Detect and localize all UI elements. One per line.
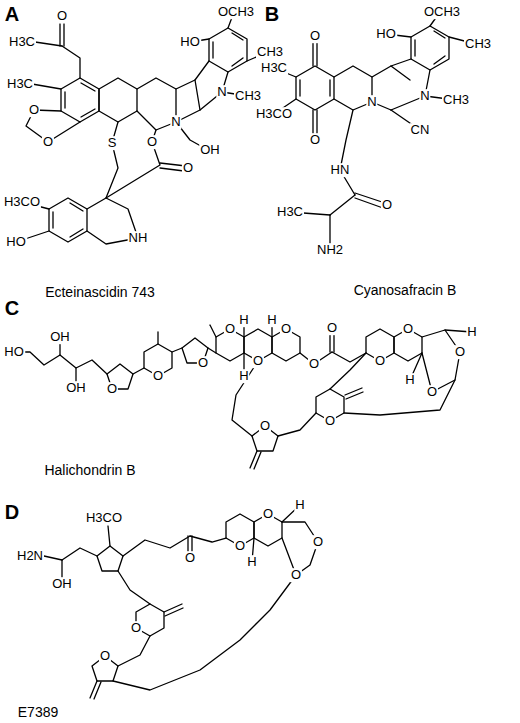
atom-label: O — [99, 649, 111, 663]
atom-label: CH3 — [234, 89, 262, 103]
atom-label: H3CO — [85, 511, 123, 525]
panel-letter: C — [4, 298, 20, 319]
atom-label: H — [466, 325, 477, 339]
atom-label: N — [366, 95, 377, 109]
atom-label: OH — [51, 577, 73, 591]
atom-label: N — [216, 85, 227, 99]
atom-label: CH3 — [442, 93, 470, 107]
atom-label: H3CO — [255, 107, 293, 121]
atom-label: O — [309, 29, 321, 43]
atom-label: HO — [375, 27, 397, 41]
atom-label: O — [426, 385, 438, 399]
atom-label: O — [197, 356, 209, 370]
atom-label: O — [280, 322, 292, 336]
atom-label: O — [326, 321, 338, 335]
atom-label: O — [152, 369, 164, 383]
atom-label: NH — [128, 231, 149, 245]
atom-label: NH2 — [316, 243, 344, 257]
compound-name: Halichondrin B — [43, 463, 136, 478]
atom-label: OH — [199, 143, 221, 157]
atom-label: O — [308, 357, 320, 371]
atom-label: H3CO — [3, 195, 41, 209]
atom-label: H3C — [8, 35, 36, 49]
atom-label: O — [130, 621, 142, 635]
atom-label: N — [419, 89, 430, 103]
atom-label: H3C — [6, 77, 34, 91]
ecteinascidin-skeleton — [16, 12, 268, 244]
atom-label: O — [224, 322, 236, 336]
atom-label: O — [454, 345, 466, 359]
atom-label: H3C — [260, 61, 288, 75]
atom-label: H — [266, 313, 277, 327]
e7389-skeleton — [44, 505, 318, 699]
atom-label: CH3 — [464, 37, 492, 51]
atom-label: O — [184, 551, 196, 565]
atom-label: O — [374, 354, 386, 368]
atom-label: O — [324, 414, 336, 428]
atom-label: OCH3 — [423, 5, 461, 19]
atom-label: HO — [3, 345, 25, 359]
halichondrin-skeleton — [22, 320, 472, 469]
atom-label: H — [294, 498, 305, 512]
atom-label: OH — [49, 330, 71, 344]
atom-label: O — [252, 354, 264, 368]
compound-name: Ecteinascidin 743 — [44, 285, 156, 300]
atom-label: O — [146, 135, 158, 149]
atom-label: S — [107, 136, 118, 150]
atom-label: N — [170, 115, 181, 129]
atom-label: OCH3 — [217, 5, 255, 19]
atom-label: O — [182, 161, 194, 175]
atom-label: H — [246, 555, 257, 569]
atom-label: HO — [179, 35, 201, 49]
atom-label: O — [262, 507, 274, 521]
atom-label: O — [259, 419, 271, 433]
atom-label: OH — [65, 381, 87, 395]
atom-label: O — [234, 539, 246, 553]
cyanosafracin-skeleton — [274, 12, 476, 248]
atom-label: O — [402, 322, 414, 336]
atom-label: H3C — [276, 205, 304, 219]
atom-label: O — [290, 568, 302, 582]
atom-label: CH3 — [256, 45, 284, 59]
atom-label: O — [312, 535, 324, 549]
atom-label: O — [56, 9, 68, 23]
atom-label: O — [309, 133, 321, 147]
atom-label: O — [28, 103, 40, 117]
atom-label: HO — [5, 235, 27, 249]
atom-label: O — [42, 135, 54, 149]
atom-label: H — [238, 313, 249, 327]
panel-letter: B — [264, 4, 280, 25]
atom-label: H — [404, 373, 415, 387]
panel-letter: A — [4, 4, 20, 25]
panel-letter: D — [4, 502, 20, 523]
atom-label: H — [238, 369, 249, 383]
atom-label: HN — [330, 163, 351, 177]
atom-label: O — [106, 382, 118, 396]
atom-label: CN — [410, 123, 431, 137]
compound-name: E7389 — [17, 705, 59, 720]
compound-name: Cyanosafracin B — [353, 283, 458, 298]
atom-label: H2N — [16, 549, 44, 563]
atom-label: O — [381, 198, 393, 212]
